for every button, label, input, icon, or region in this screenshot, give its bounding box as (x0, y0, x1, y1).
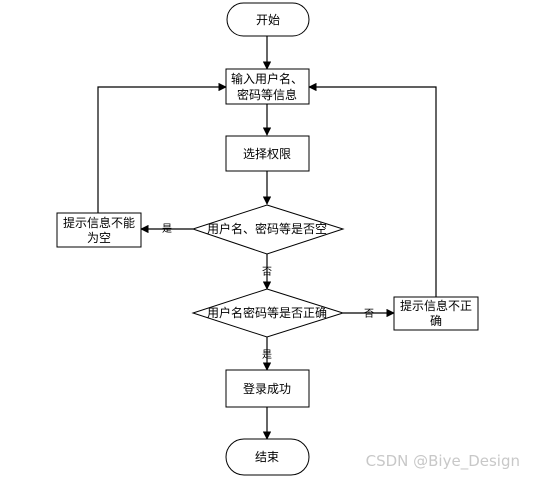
error-wrong-label-line1: 提示信息不正 (400, 298, 472, 313)
connectors (97, 36, 437, 440)
check-empty-decision (191, 204, 345, 255)
edge-label-correct-yes: 是 (262, 349, 272, 361)
error-wrong-box (393, 296, 479, 331)
start-terminal (226, 2, 310, 37)
edge-label-empty-no: 否 (262, 266, 272, 278)
arrow-wrong-error-back-to-input (308, 82, 437, 297)
error-empty-box (56, 212, 142, 248)
watermark-text: CSDN @Biye_Design (366, 452, 520, 471)
select-permission-box (225, 135, 310, 172)
error-empty-label-line1: 提示信息不能 (63, 215, 135, 230)
error-empty-label-line2: 为空 (87, 231, 111, 245)
end-terminal (225, 438, 310, 476)
check-correct-decision (191, 288, 345, 338)
input-credentials-label-line1: 输入用户名、 (231, 71, 303, 86)
edge-label-correct-no: 否 (364, 308, 374, 320)
input-credentials-box (225, 68, 310, 105)
login-success-label: 登录成功 (243, 381, 291, 396)
select-permission-label: 选择权限 (243, 147, 291, 161)
start-label: 开始 (256, 13, 280, 27)
check-empty-label: 用户名、密码等是否空 (207, 221, 327, 236)
login-success-box (225, 369, 310, 408)
check-correct-label: 用户名密码等是否正确 (207, 305, 327, 320)
error-wrong-label-line2: 确 (430, 314, 442, 328)
input-credentials-label-line2: 密码等信息 (237, 87, 297, 102)
edge-label-empty-yes: 是 (162, 223, 172, 235)
end-label: 结束 (255, 450, 279, 464)
arrow-empty-error-back-to-input (97, 82, 227, 213)
